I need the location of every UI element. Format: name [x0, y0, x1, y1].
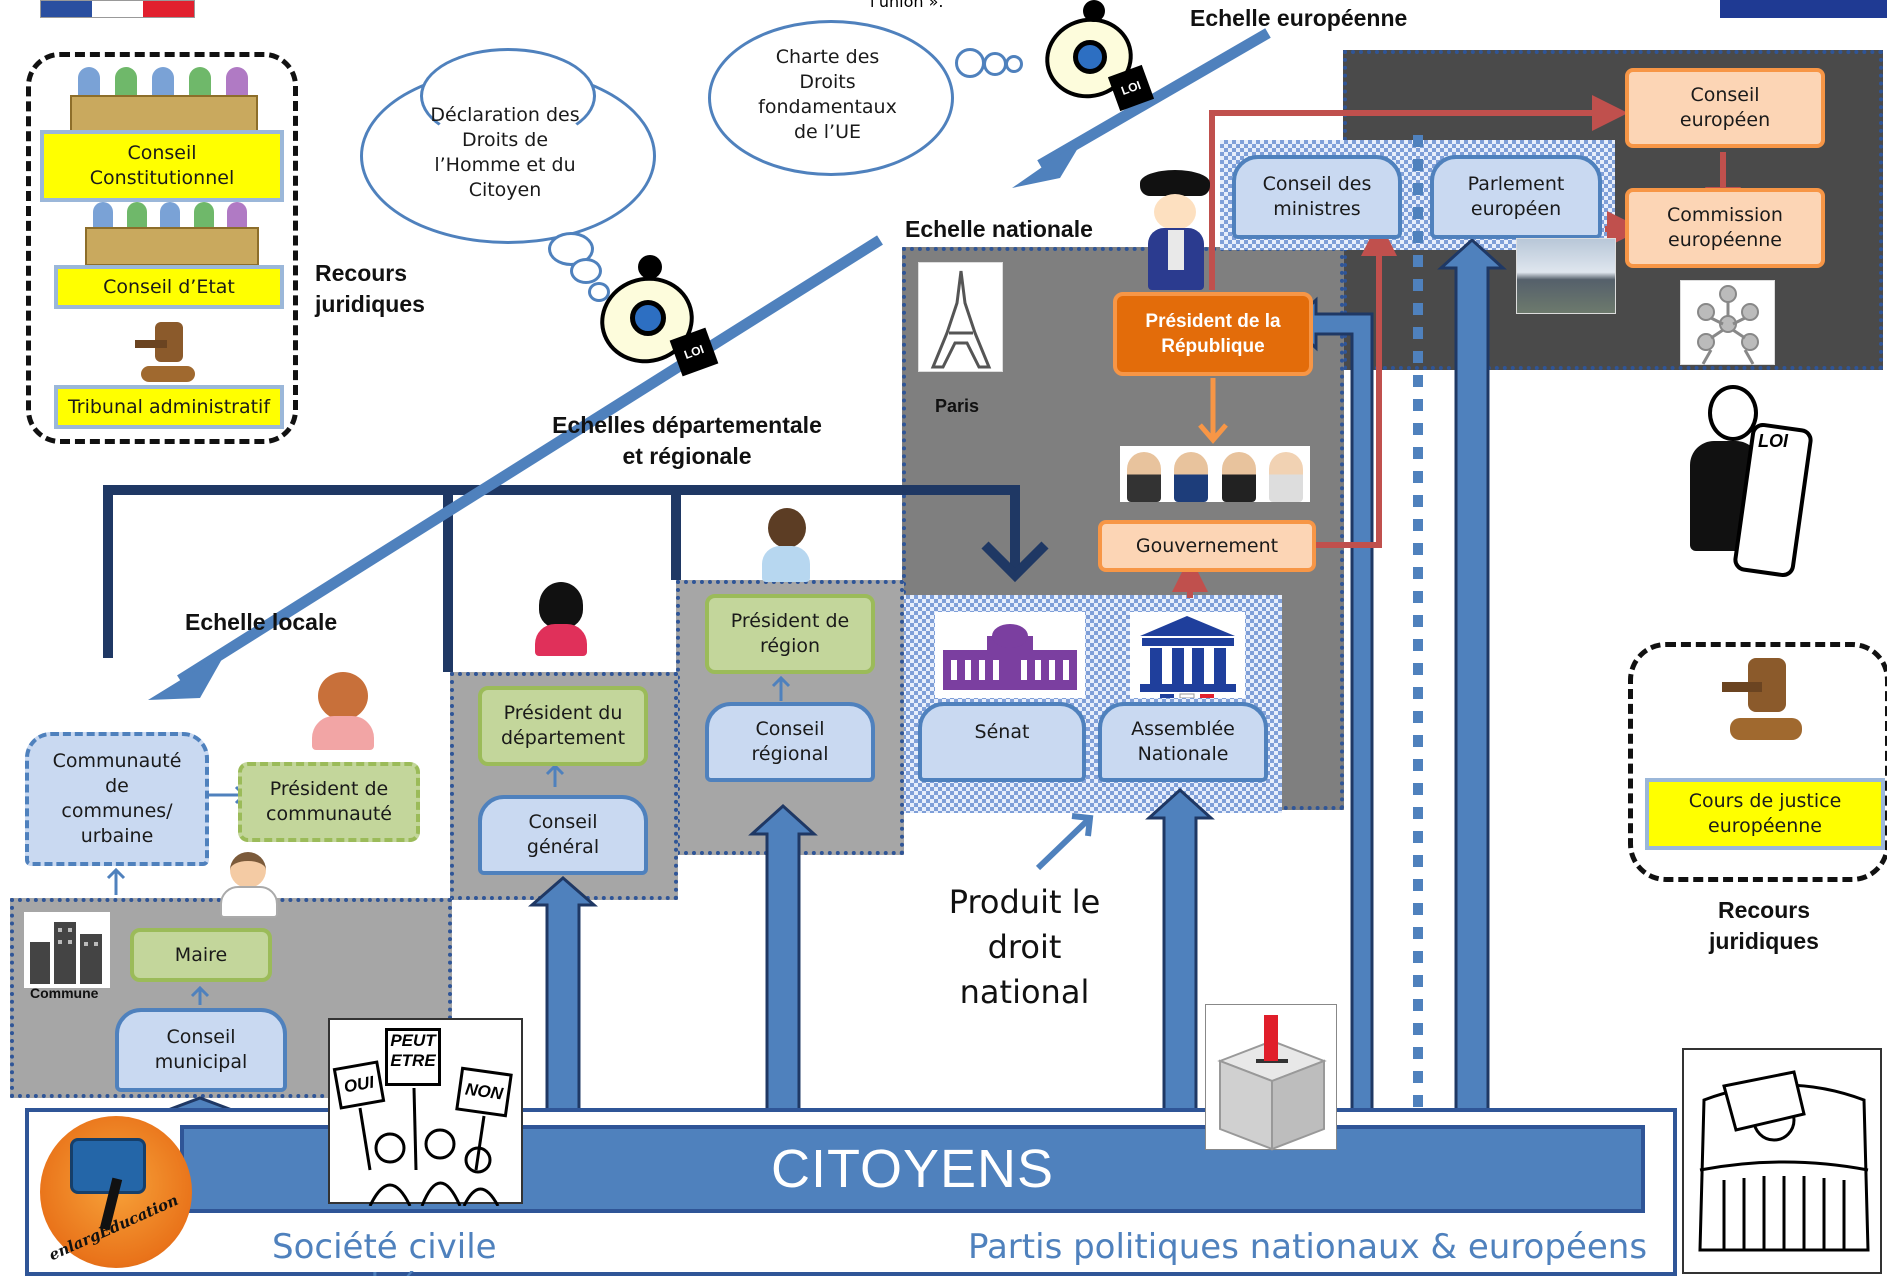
european-parliament-building-photo: [1516, 238, 1616, 314]
echelles-dep-reg-label: Echelles départementale et régionale: [552, 412, 822, 469]
enlargeducation-logo: enlargEducation: [40, 1116, 192, 1268]
right-legal-recourse-box: [1628, 642, 1887, 882]
conseil-ministres-box: Conseil des ministres: [1232, 155, 1402, 239]
senat-box: Sénat: [918, 702, 1086, 782]
echelle-locale-label: Echelle locale: [185, 609, 338, 635]
commune-label: Commune: [30, 985, 99, 1001]
conseil-municipal-box: Conseil municipal: [115, 1008, 287, 1092]
orange-arrow: [1198, 378, 1228, 444]
echelle-europeenne-label: Echelle européenne: [1190, 5, 1408, 31]
conseil-etat-box: Conseil d’Etat: [54, 265, 284, 309]
echelle-nationale-label: Echelle nationale: [905, 216, 1093, 242]
ballot-box-icon: [1205, 1004, 1337, 1151]
man-in-armchair-sketch: [1682, 1048, 1882, 1274]
sign-peut-etre: PEUT ETRE: [385, 1028, 441, 1086]
ministers-icon: [1120, 446, 1310, 502]
loi-scroll-label: LOI: [1758, 431, 1788, 451]
diagonal-arrow-heads: [148, 138, 1084, 700]
gavel-icon-right: [1722, 658, 1808, 744]
partis-politiques-label: Partis politiques nationaux & européens: [968, 1227, 1648, 1267]
assemblee-building-icon: [1130, 612, 1245, 699]
union-fragment-text: l'union ».: [870, 0, 944, 11]
conseil-europeen-box: Conseil européen: [1625, 68, 1825, 148]
navy-distribution-lines: [103, 485, 1049, 672]
parlement-europeen-box: Parlement européen: [1430, 155, 1602, 239]
protest-sketch: PEUT ETRE OUI NON: [328, 1018, 523, 1206]
produit-droit-national-label: Produit le droit national: [948, 883, 1101, 1011]
president-departement-box: Président du département: [478, 686, 648, 766]
buildings-icon: [24, 912, 110, 988]
president-republique-box: Président de la République: [1113, 292, 1313, 376]
atomium-photo: [1680, 280, 1775, 365]
communaute-communes-box: Communauté de communes/ urbaine: [25, 732, 209, 866]
recours-juridiques-right-label: Recours juridiques: [1709, 897, 1819, 954]
gavel-icon-left: [135, 322, 197, 384]
assemblee-nationale-box: Assemblée Nationale: [1098, 702, 1268, 782]
eu-flag: [1720, 0, 1887, 18]
president-communaute-box: Président de communauté: [238, 762, 420, 842]
judges-bench-icon-2: [85, 202, 259, 266]
produit-arrow: [1035, 813, 1094, 871]
conseil-regional-box: Conseil régional: [705, 702, 875, 782]
citizen-up-arrows: [167, 237, 1507, 1124]
eye-law-icon-top: LOI: [1025, 0, 1155, 112]
french-flag: [40, 0, 195, 18]
tribunal-administratif-box: Tribunal administratif: [54, 385, 284, 429]
maire-box: Maire: [130, 928, 272, 982]
president-region-box: Président de région: [705, 594, 875, 674]
man-reading-law-icon: LOI: [1648, 385, 1818, 595]
eiffel-tower-photo: [918, 262, 1003, 372]
declaration-cloud-text: Déclaration des Droits de l’Homme et du …: [430, 104, 580, 201]
community-president-avatar: [312, 672, 374, 750]
regional-president-avatar: [762, 508, 810, 582]
paris-label: Paris: [935, 396, 980, 416]
judges-bench-icon-1: [70, 65, 258, 137]
eye-law-icon-middle: LOI: [580, 255, 720, 377]
left-legal-recourse-box: [26, 52, 298, 444]
conseil-constitutionnel-box: Conseil Constitutionnel: [40, 130, 284, 202]
conseil-general-box: Conseil général: [478, 795, 648, 875]
commission-europeenne-box: Commission européenne: [1625, 188, 1825, 268]
department-president-avatar: [535, 582, 587, 656]
societe-civile-label: Société civile organisée: [272, 1227, 497, 1276]
napoleon-icon: [1130, 170, 1220, 290]
mayor-avatar: [220, 852, 278, 918]
charte-cloud-text: Charte des Droits fondamentaux de l’UE: [758, 46, 897, 143]
gouvernement-box: Gouvernement: [1098, 520, 1316, 572]
senate-building-icon: [935, 612, 1085, 698]
recours-juridiques-left-label: Recours juridiques: [315, 260, 425, 317]
cours-justice-europeenne-box: Cours de justice européenne: [1645, 778, 1885, 850]
